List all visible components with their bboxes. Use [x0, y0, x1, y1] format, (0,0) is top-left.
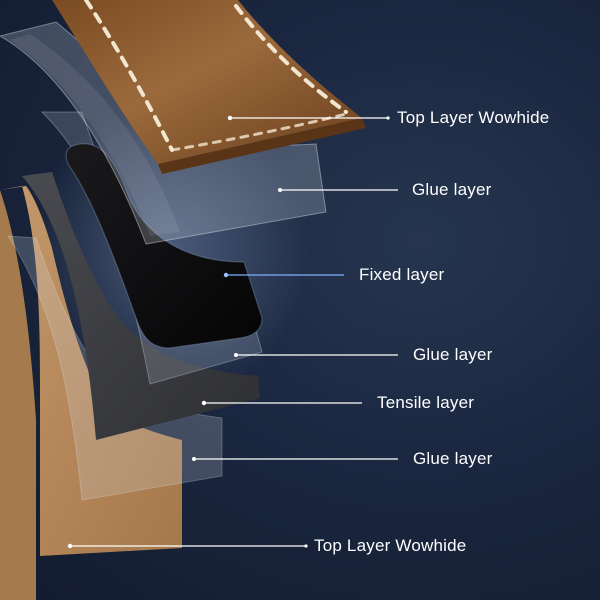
leader-dot-tensile [201, 400, 207, 406]
leader-dot-fixed [223, 272, 229, 278]
leader-dot-glue-2 [234, 353, 238, 357]
label-bottom-leather: Top Layer Wowhide [314, 536, 467, 555]
label-tensile-layer: Tensile layer [377, 393, 475, 412]
label-fixed-layer: Fixed layer [359, 265, 445, 284]
leader-dot-glue-3 [192, 457, 196, 461]
suede-layer-edge [0, 190, 36, 600]
suede-layer-shape [0, 186, 182, 556]
fixed-layer-shape [65, 143, 263, 349]
label-glue-layer-2: Glue layer [413, 345, 493, 364]
leather-stitching-bottom [170, 112, 348, 152]
label-glue-layer-3: Glue layer [413, 449, 493, 468]
leader-dot-top-leather [227, 115, 233, 121]
glue-film-top-sheen [10, 34, 180, 236]
leader-lines [67, 115, 398, 549]
leather-layer-edge [158, 118, 366, 174]
label-glue-layer-1: Glue layer [412, 180, 492, 199]
leader-dot-glue-1 [278, 188, 282, 192]
leader-end-bottom-leather [304, 544, 308, 548]
leader-end-top-leather [386, 116, 390, 120]
leather-stitching-right [234, 4, 348, 114]
label-top-leather: Top Layer Wowhide [397, 108, 550, 127]
leader-dot-bottom-leather [67, 543, 73, 549]
leather-layer-shape [52, 0, 362, 164]
tensile-layer-shape [22, 172, 260, 440]
leather-stitching-left [84, 0, 174, 152]
